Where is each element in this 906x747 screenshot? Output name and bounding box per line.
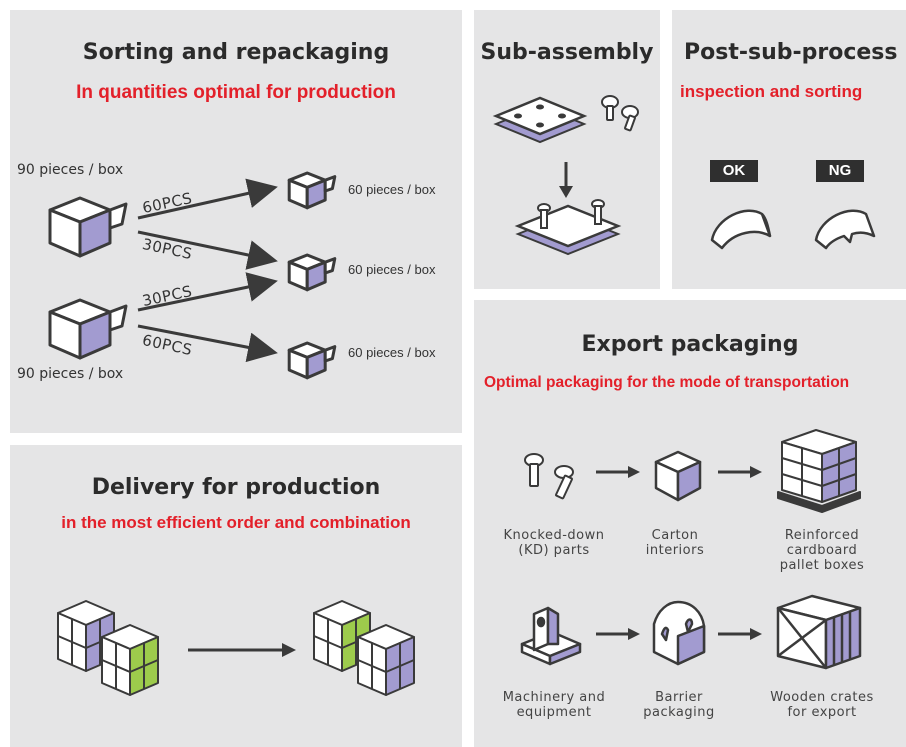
ok-part-icon [710,209,772,250]
caption-barrier-packaging: Barrier packaging [643,690,715,720]
delivery-panel: Delivery for production in the most effi… [10,445,462,747]
target-label-3: 60 pieces / box [348,345,436,360]
box-stack-icon-before [57,600,159,696]
down-arrow [559,162,573,198]
export-panel: Export packaging Optimal packaging for t… [474,300,906,747]
left-box-label-top: 90 pieces / box [17,162,124,178]
caption-pallet-boxes: Reinforced cardboard pallet boxes [779,528,865,573]
postsub-panel: Post-sub-process inspection and sorting … [672,10,906,289]
box-icon-target-2 [287,253,337,292]
kd-parts-icon [524,453,574,500]
machinery-icon [520,606,582,666]
sorting-arrows [137,178,278,363]
ng-badge: NG [816,160,864,182]
postsub-title: Post-sub-process [684,40,898,65]
arrow-right-icon [596,628,640,640]
left-box-label-bottom: 90 pieces / box [17,366,124,382]
caption-machinery: Machinery and equipment [502,690,606,720]
barrier-packaging-icon [652,600,706,666]
pallet-box-icon [777,429,861,513]
arrow-right-icon [596,466,640,478]
target-label-2: 60 pieces / box [348,262,436,277]
target-label-1: 60 pieces / box [348,182,436,197]
arrow-right-icon [718,628,762,640]
screw-icon [601,95,639,132]
assembled-plate-icon [514,199,622,256]
caption-kd-parts: Knocked-down (KD) parts [503,528,605,558]
sorting-panel: Sorting and repackaging In quantities op… [10,10,462,433]
box-icon-source-bottom [48,298,128,360]
delivery-arrow [188,643,296,657]
box-icon-target-1 [287,171,337,210]
export-title: Export packaging [581,332,799,357]
delivery-title: Delivery for production [91,475,381,500]
ok-badge: OK [710,160,758,182]
sorting-subtitle: In quantities optimal for production [76,82,396,103]
box-icon-target-3 [287,341,337,380]
subassembly-title: Sub-assembly [480,40,654,65]
export-subtitle: Optimal packaging for the mode of transp… [484,374,850,391]
wooden-crate-icon [776,594,862,670]
sorting-title: Sorting and repackaging [82,40,390,65]
box-icon-source-top [48,196,128,258]
arrow-right-icon [718,466,762,478]
plate-icon-top [492,96,588,144]
delivery-subtitle: in the most efficient order and combinat… [61,513,411,532]
subassembly-panel: Sub-assembly [474,10,660,289]
postsub-subtitle: inspection and sorting [680,82,863,101]
caption-carton-interiors: Carton interiors [645,528,705,558]
caption-wooden-crates: Wooden crates for export [770,690,874,720]
carton-icon [654,450,702,502]
box-stack-icon-after [313,600,415,696]
ng-part-icon [814,209,876,250]
